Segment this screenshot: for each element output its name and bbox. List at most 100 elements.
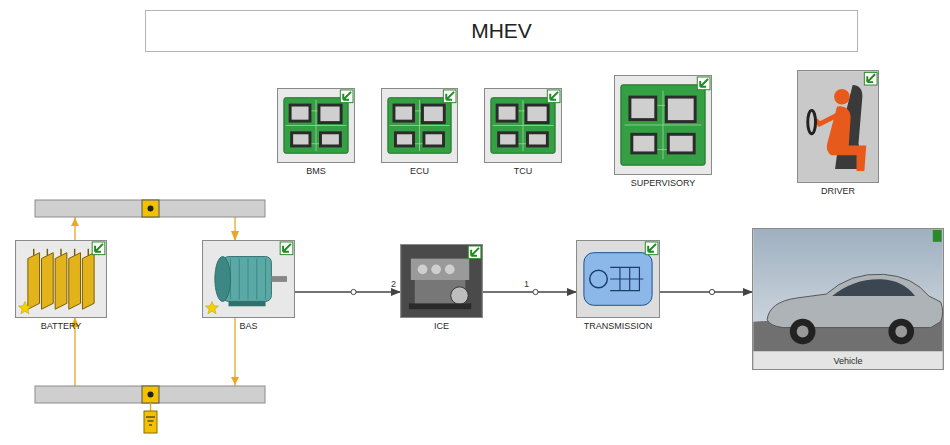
ground-symbol xyxy=(148,420,154,421)
battery-cell xyxy=(55,253,67,310)
connector xyxy=(295,291,400,292)
component-picture xyxy=(615,76,711,174)
chip xyxy=(422,131,444,147)
battery-terminal xyxy=(88,249,89,256)
component-icon xyxy=(277,88,355,163)
component-icon xyxy=(576,240,660,318)
battery-terminal xyxy=(33,249,34,256)
bus-bar xyxy=(35,386,265,403)
ground-symbol xyxy=(146,416,155,417)
component-block: DRIVER xyxy=(797,70,879,196)
motor-rib xyxy=(265,259,266,300)
steering-wheel xyxy=(808,110,816,133)
chip xyxy=(633,136,654,152)
status-mark xyxy=(471,248,479,256)
status-mark xyxy=(92,242,105,255)
port-number: 2 xyxy=(391,279,396,289)
engine-part xyxy=(409,303,471,309)
icon-ground xyxy=(203,241,294,317)
battery-terminal xyxy=(47,249,48,256)
component-label: BMS xyxy=(306,166,326,176)
car-wheel xyxy=(895,326,907,338)
component-picture xyxy=(753,229,943,369)
component-picture xyxy=(16,241,106,317)
component-icon: Vehicle xyxy=(752,228,944,370)
chip xyxy=(496,104,519,123)
ground-symbol xyxy=(144,411,157,433)
car-body xyxy=(767,274,942,327)
photo-sky xyxy=(753,229,942,369)
component-label: Vehicle xyxy=(830,356,865,366)
car-wheel xyxy=(790,319,816,345)
component-block: ICE xyxy=(400,244,483,331)
car-window xyxy=(832,279,915,296)
component-label: SUPERVISORY xyxy=(631,178,696,188)
component-label: BATTERY xyxy=(41,321,82,331)
ground-symbol xyxy=(149,424,152,425)
component-picture xyxy=(798,71,878,182)
shaft-coupling xyxy=(351,289,356,294)
bus-dot xyxy=(148,392,154,398)
star-mark xyxy=(18,301,31,313)
component-block: BAS xyxy=(202,240,295,331)
arrow-head xyxy=(231,377,239,385)
chip xyxy=(667,133,696,155)
engine-part xyxy=(418,264,428,274)
icon-ground xyxy=(382,89,457,162)
pcb-board xyxy=(284,98,348,153)
component-picture xyxy=(577,241,659,317)
gearbox-body xyxy=(584,253,652,306)
star-mark xyxy=(205,301,218,313)
driver-figure xyxy=(817,114,839,124)
status-mark xyxy=(697,77,710,90)
component-icon xyxy=(484,88,562,163)
chip xyxy=(500,134,515,144)
motor-foot xyxy=(229,301,266,306)
engine-part xyxy=(445,264,455,274)
motor-cap xyxy=(215,257,231,302)
chip xyxy=(525,104,550,124)
battery-cell xyxy=(42,253,54,310)
status-mark xyxy=(95,244,103,252)
chip xyxy=(424,107,443,122)
battery-terminal xyxy=(74,249,75,256)
chip xyxy=(322,134,339,144)
bus-node xyxy=(142,200,159,217)
motor-rib xyxy=(256,259,257,300)
icon-ground xyxy=(401,245,482,317)
chip xyxy=(292,107,309,120)
component-label: ICE xyxy=(434,321,449,331)
pcb-board xyxy=(388,98,451,153)
driver-figure xyxy=(834,89,850,105)
component-label: ECU xyxy=(410,166,429,176)
car-wheel xyxy=(888,319,914,345)
component-picture xyxy=(382,89,457,162)
bus-node xyxy=(142,386,159,403)
chip xyxy=(630,133,657,155)
status-mark xyxy=(867,74,875,82)
chip xyxy=(393,104,415,123)
chip xyxy=(526,131,549,147)
chip xyxy=(395,107,412,120)
connector xyxy=(483,291,576,292)
icon-ground xyxy=(278,89,354,162)
component-icon xyxy=(381,88,458,163)
status-mark xyxy=(700,79,708,87)
chip xyxy=(397,134,412,144)
chip xyxy=(425,134,442,144)
status-mark xyxy=(283,244,291,252)
component-block: SUPERVISORY xyxy=(614,75,712,188)
component-icon xyxy=(400,244,483,318)
chip xyxy=(497,131,518,147)
icon-ground xyxy=(485,89,561,162)
engine-part xyxy=(451,287,469,305)
chip xyxy=(499,107,516,120)
bus-dot xyxy=(148,206,154,212)
bus-bar xyxy=(35,200,265,217)
status-mark xyxy=(933,230,942,242)
chip xyxy=(319,131,342,147)
status-mark xyxy=(645,242,658,255)
chip xyxy=(665,96,697,123)
component-block: BMS xyxy=(277,88,355,176)
chip xyxy=(293,134,308,144)
